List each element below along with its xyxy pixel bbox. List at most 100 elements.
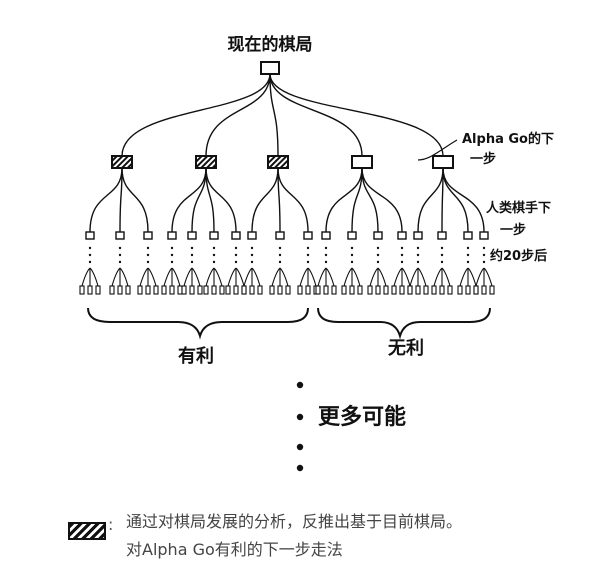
human-label-line1: 人类棋手下 bbox=[486, 200, 551, 216]
leaf-node bbox=[341, 285, 347, 295]
leaf-edge bbox=[475, 267, 485, 287]
reply-node bbox=[303, 231, 313, 240]
tree-svg: 现在的棋局 Alpha Go的下 一步 人类棋手下 一步 约20步后 有利 无利… bbox=[79, 34, 554, 472]
tree-edge bbox=[251, 167, 279, 233]
leaf-node bbox=[161, 285, 167, 295]
path-dot bbox=[146, 253, 150, 257]
leaf-node bbox=[375, 285, 381, 295]
leaf-node bbox=[211, 285, 217, 295]
path-dot bbox=[466, 253, 470, 257]
leaf-node bbox=[233, 285, 239, 295]
path-dot bbox=[466, 246, 470, 250]
tree-edge bbox=[277, 167, 281, 233]
path-dot bbox=[306, 246, 310, 250]
leaf-edge bbox=[147, 267, 157, 287]
leaf-node bbox=[367, 285, 373, 295]
path-dot bbox=[170, 246, 174, 250]
tree-edge bbox=[191, 167, 207, 233]
leaf-node bbox=[447, 285, 453, 295]
leaf-edge bbox=[205, 267, 215, 287]
reply-node bbox=[373, 231, 383, 240]
leaf-edge bbox=[235, 267, 245, 287]
path-dot bbox=[250, 253, 254, 257]
reply-node bbox=[275, 231, 285, 240]
leaf-edge bbox=[299, 267, 309, 287]
leaf-node bbox=[117, 285, 123, 295]
path-dot bbox=[88, 246, 92, 250]
tree-edge bbox=[269, 73, 444, 157]
favorable-move-node bbox=[267, 155, 289, 169]
path-dot bbox=[212, 246, 216, 250]
path-dot bbox=[440, 253, 444, 257]
leaf-edge bbox=[351, 267, 361, 287]
tree-edge bbox=[205, 167, 237, 233]
path-dot bbox=[190, 253, 194, 257]
leaf-node bbox=[349, 285, 355, 295]
leaf-edge bbox=[271, 267, 281, 287]
leaf-node bbox=[431, 285, 437, 295]
reply-node bbox=[187, 231, 197, 240]
leaf-node bbox=[305, 285, 311, 295]
legend-line-2: 对Alpha Go有利的下一步走法 bbox=[126, 540, 343, 559]
path-dot bbox=[482, 260, 486, 264]
tree-edge bbox=[325, 167, 363, 233]
tree-edge bbox=[269, 73, 279, 157]
path-dot bbox=[376, 253, 380, 257]
leaf-edge bbox=[213, 267, 223, 287]
favorable-move-node bbox=[111, 155, 133, 169]
path-dot bbox=[324, 260, 328, 264]
path-dot bbox=[146, 246, 150, 250]
leaf-node bbox=[79, 285, 85, 295]
reply-node bbox=[209, 231, 219, 240]
leaf-edge bbox=[433, 267, 443, 287]
leaf-node bbox=[249, 285, 255, 295]
reply-node bbox=[115, 231, 125, 240]
leaf-edge bbox=[279, 267, 289, 287]
leaf-edge bbox=[243, 267, 253, 287]
path-dot bbox=[212, 260, 216, 264]
leaf-node bbox=[285, 285, 291, 295]
favorable-brace bbox=[87, 307, 309, 340]
path-dot bbox=[212, 253, 216, 257]
leaf-node bbox=[297, 285, 303, 295]
root-node bbox=[260, 61, 280, 75]
tree-edge bbox=[361, 167, 403, 233]
leaf-edge bbox=[111, 267, 121, 287]
path-dot bbox=[440, 260, 444, 264]
path-dot bbox=[278, 253, 282, 257]
favorable-move-node bbox=[195, 155, 217, 169]
continuation-dot bbox=[296, 413, 304, 421]
leaf-node bbox=[87, 285, 93, 295]
leaf-node bbox=[489, 285, 495, 295]
legend: : 通过对棋局发展的分析，反推出基于目前棋局。 对Alpha Go有利的下一步走… bbox=[0, 500, 600, 581]
path-dot bbox=[170, 253, 174, 257]
tree-edge bbox=[442, 167, 469, 233]
reply-node bbox=[397, 231, 407, 240]
path-dot bbox=[250, 260, 254, 264]
after-20-moves-label: 约20步后 bbox=[490, 248, 547, 264]
leaf-node bbox=[391, 285, 397, 295]
move-node bbox=[432, 155, 454, 169]
path-dot bbox=[234, 260, 238, 264]
human-label-line2: 一步 bbox=[500, 222, 526, 238]
leaf-node bbox=[323, 285, 329, 295]
tree-edge bbox=[351, 167, 363, 233]
leaf-edge bbox=[227, 267, 237, 287]
path-dot bbox=[324, 253, 328, 257]
tree-edge bbox=[269, 73, 363, 157]
leaf-node bbox=[145, 285, 151, 295]
leaf-edge bbox=[417, 267, 427, 287]
alphago-pointer-line bbox=[417, 139, 458, 161]
leaf-node bbox=[137, 285, 143, 295]
leaf-node bbox=[189, 285, 195, 295]
path-dot bbox=[118, 260, 122, 264]
leaf-node bbox=[277, 285, 283, 295]
leaf-edge bbox=[191, 267, 201, 287]
leaf-node bbox=[169, 285, 175, 295]
path-dot bbox=[118, 253, 122, 257]
leaf-node bbox=[357, 285, 363, 295]
tree-edge bbox=[361, 167, 379, 233]
leaf-edge bbox=[377, 267, 387, 287]
reply-node bbox=[143, 231, 153, 240]
leaf-node bbox=[225, 285, 231, 295]
